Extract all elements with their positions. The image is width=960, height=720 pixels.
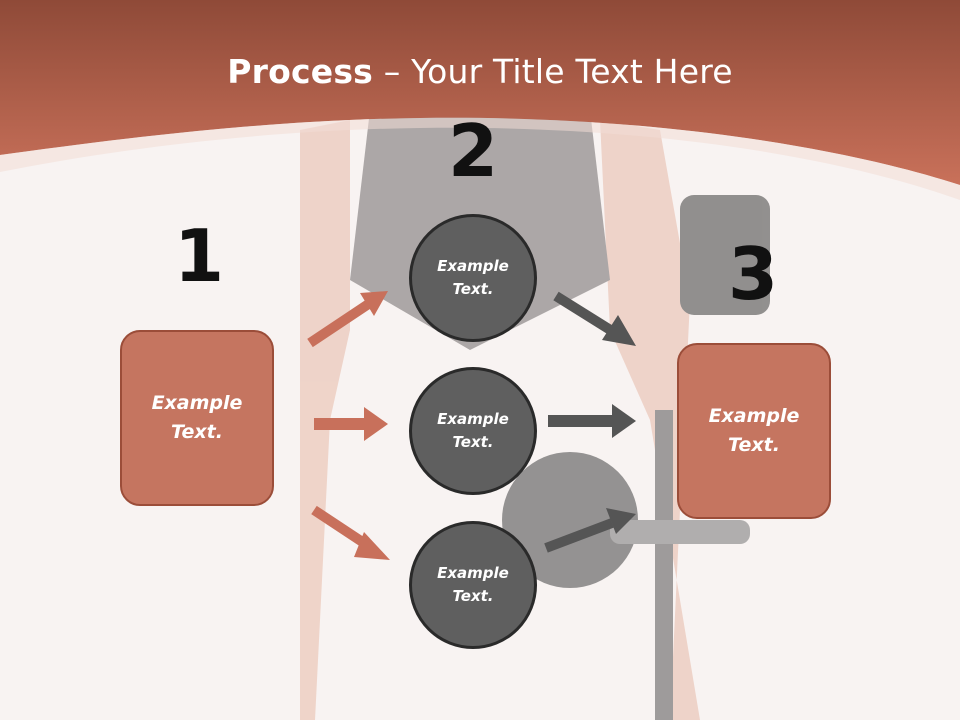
title-rest: – Your Title Text Here: [373, 52, 733, 91]
title-bold: Process: [227, 52, 374, 91]
arrow-top-to-right: [553, 291, 636, 346]
arrow-bottom-to-right: [544, 508, 636, 553]
arrow-left-to-bottom: [311, 505, 390, 560]
step-number-3: 3: [727, 232, 779, 316]
step-number-1: 1: [173, 214, 225, 298]
arrow-left-to-top: [307, 291, 388, 348]
right-box-text: Example Text.: [708, 405, 800, 456]
circle-middle: Example Text.: [409, 367, 537, 495]
left-box-text: Example Text.: [151, 392, 243, 443]
circle-bottom-text: Example Text.: [437, 564, 509, 605]
circle-top-text: Example Text.: [437, 257, 509, 298]
arrow-left-to-middle: [314, 407, 388, 441]
circle-top: Example Text.: [409, 214, 537, 342]
arrow-middle-to-right: [548, 404, 636, 438]
circle-bottom: Example Text.: [409, 521, 537, 649]
right-box: Example Text.: [677, 343, 831, 519]
circle-middle-text: Example Text.: [437, 410, 509, 451]
left-box: Example Text.: [120, 330, 274, 506]
slide-title: Process – Your Title Text Here: [0, 52, 960, 91]
step-number-2: 2: [447, 109, 499, 193]
